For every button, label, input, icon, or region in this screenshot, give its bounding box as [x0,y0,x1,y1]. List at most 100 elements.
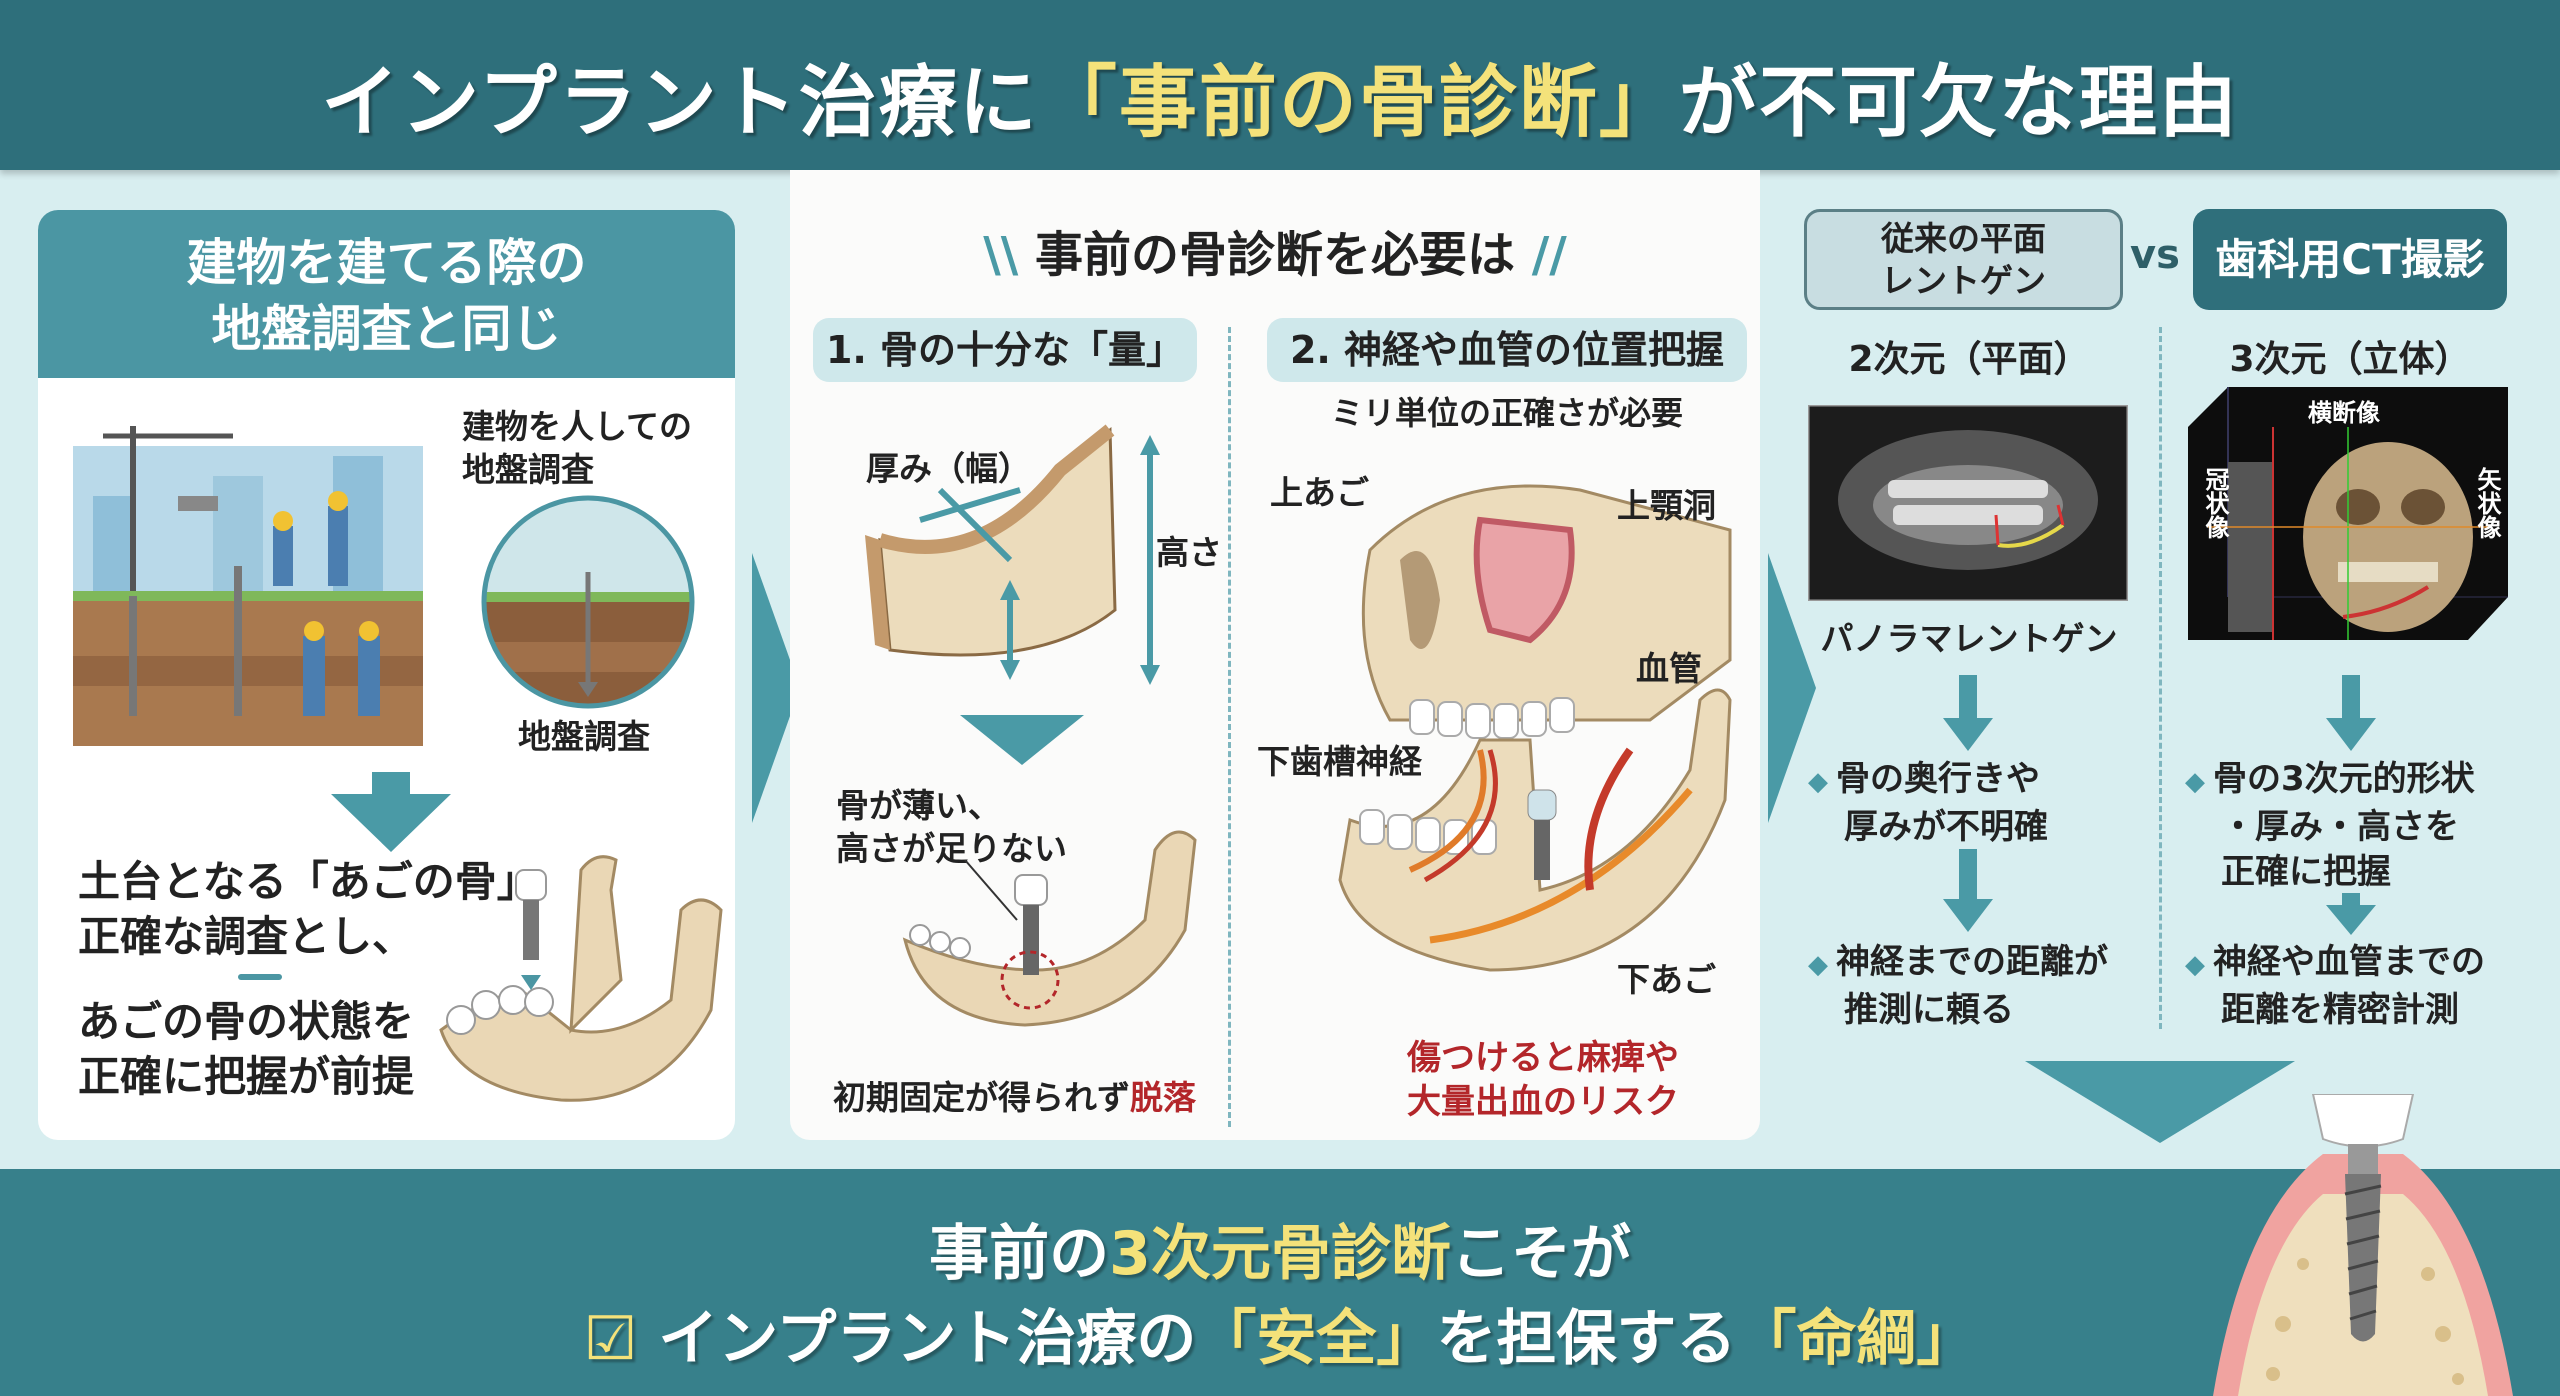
conventional-bullet: ◆ 神経までの距離が推測に頼る [1808,940,2108,1033]
bullet-line: ・厚み・高さを [2221,807,2459,847]
bone-block-illustration [865,424,1160,685]
thickness-label: 厚み（幅） [866,449,1031,488]
premise-line: 正確に把握が前提 [78,1051,415,1101]
down-arrow-stem [2342,675,2360,720]
ct-dimension: 3次元（立体） [2229,339,2471,380]
bullet-line: 骨の3次元的形状 [2213,759,2475,799]
conclusion-line1: 事前の3次元骨診断こそが [0,1205,2560,1292]
bullet-line: 骨の奥行きや [1836,759,2040,799]
analogy-panel: 建物を建てる際の 地盤調査と同じ 建物を人しての地盤調査 地盤調査 土台となる「… [38,210,735,1140]
analogy-header: 建物を建てる際の 地盤調査と同じ [38,210,735,378]
column-divider [1228,327,1231,1127]
analogy-header-line: 建物を建てる際の [186,234,587,292]
risk-line: 傷つけると麻痺や [1407,1038,1679,1078]
panoramic-caption: パノラマレントゲン [1820,619,2118,658]
conclusion-chevron-icon [2025,1061,2295,1143]
point2-title: 2. 神経や血管の位置把握 [1267,318,1747,382]
panoramic-xray-image [1808,405,2128,601]
height-label: 高さ [1156,533,1222,572]
sagittal-view-label: 矢状像 [2473,467,2501,539]
bullet-line: 神経までの距離が [1836,942,2108,982]
title-highlight: 「事前の骨診断」 [1038,58,1679,148]
ct-bullet: ◆ 神経や血管までの距離を精密計測 [2185,940,2485,1033]
conclusion-highlight: 3次元骨診断 [1109,1219,1451,1289]
foundation-text: 土台となる「あごの骨」正確な調査とし、 [78,855,539,964]
title-text-end: が不可欠な理由 [1678,58,2239,148]
conclusion-line2: ☑ インプラント治療の「安全」を担保する「命綱」 [0,1290,2560,1377]
conclusion-text: 事前の [929,1219,1110,1289]
bullet-line: 厚みが不明確 [1844,807,2048,847]
down-triangle-icon [960,715,1084,765]
page-title: インプラント治療に「事前の骨診断」が不可欠な理由 [0,40,2560,152]
problem-line: 高さが足りない [836,828,1067,868]
result-text: 初期固定が得られず脱落 [833,1077,1196,1120]
problem-line: 骨が薄い、 [836,786,1001,825]
point1-title: 1. 骨の十分な「量」 [813,318,1197,382]
soil-survey-inset [481,495,695,709]
divider-dash [238,974,282,980]
foundation-line: 土台となる「あごの骨」 [78,857,539,906]
conclusion-text: こそが [1450,1219,1631,1289]
header-bar [0,0,2560,170]
slash-decoration-icon: \\ [983,227,1035,283]
slash-decoration-icon: // [1515,227,1567,283]
premise-line: あごの骨の状態を [78,997,415,1046]
conclusion-highlight: 「安全」 [1196,1304,1437,1374]
implant-in-bone-illustration [2213,1094,2513,1396]
construction-site-illustration [73,426,423,746]
diamond-bullet-icon: ◆ [2185,767,2205,797]
down-arrow-stem [1959,675,1977,720]
conventional-dimension: 2次元（平面） [1848,339,2090,380]
conclusion-highlight: 「命綱」 [1736,1304,1977,1374]
upper-jaw-label: 上あご [1270,473,1369,512]
comparison-divider [2159,327,2162,1029]
ct-bullet: ◆ 骨の3次元的形状・厚み・高さを正確に把握 [2185,757,2475,895]
conventional-label-line: レントゲン [1881,261,2046,300]
diamond-bullet-icon: ◆ [1808,950,1828,980]
callout-line: 地盤調査 [462,449,594,489]
conventional-xray-box: 従来の平面レントゲン [1804,209,2123,310]
thin-jaw-illustration [902,830,1197,1027]
sinus-label: 上顎洞 [1617,486,1716,525]
foundation-line: 正確な調査とし、 [78,911,415,961]
down-arrow-icon [1943,899,1993,932]
ct-cube-image: 横断像 冠状像 矢状像 [2188,387,2508,640]
reasons-heading: \\ 事前の骨診断を必要は // [790,215,1760,285]
reasons-heading-text: 事前の骨診断を必要は [1034,227,1515,283]
result-text-main: 初期固定が得られず [833,1078,1130,1117]
down-arrow-stem [2342,893,2360,907]
title-text: インプラント治療に [321,58,1039,148]
diamond-bullet-icon: ◆ [2185,950,2205,980]
bullet-line: 正確に把握 [2221,852,2391,892]
point2-subtitle: ミリ単位の正確さが必要 [1330,394,1683,432]
down-arrow-icon [2326,718,2376,751]
jaw-implant-illustration [439,855,723,1102]
callout-line: 建物を人しての [462,407,693,446]
down-arrow-stem [1959,849,1977,901]
inset-label: 地盤調査 [518,717,650,756]
coronal-view-label: 冠状像 [2201,467,2229,539]
callout-text: 建物を人しての地盤調査 [462,406,692,492]
bullet-line: 距離を精密計測 [2221,990,2459,1030]
vessel-label: 血管 [1636,649,1702,688]
diamond-bullet-icon: ◆ [1808,767,1828,797]
risk-text: 傷つけると麻痺や大量出血のリスク [1267,1036,1819,1124]
nerve-label: 下歯槽神経 [1257,742,1422,781]
problem-text: 骨が薄い、高さが足りない [836,785,1067,871]
result-text-red: 脱落 [1130,1078,1196,1117]
conclusion-text: インプラント治療の [658,1304,1197,1374]
down-arrow-stem [372,772,410,794]
risk-line: 大量出血のリスク [1407,1082,1679,1122]
checkbox-icon: ☑ [583,1304,659,1374]
analogy-header-line: 地盤調査と同じ [211,300,562,358]
down-arrow-icon [331,794,451,852]
lower-jaw-label: 下あご [1617,960,1716,999]
vs-label: vs [2130,232,2180,278]
bullet-line: 神経や血管までの [2213,942,2485,982]
down-arrow-icon [2326,905,2376,935]
bullet-line: 推測に頼る [1844,990,2014,1030]
ct-box: 歯科用CT撮影 [2193,209,2507,310]
conclusion-band [0,1169,2560,1396]
premise-text: あごの骨の状態を正確に把握が前提 [78,995,414,1104]
axial-view-label: 横断像 [2308,399,2380,427]
